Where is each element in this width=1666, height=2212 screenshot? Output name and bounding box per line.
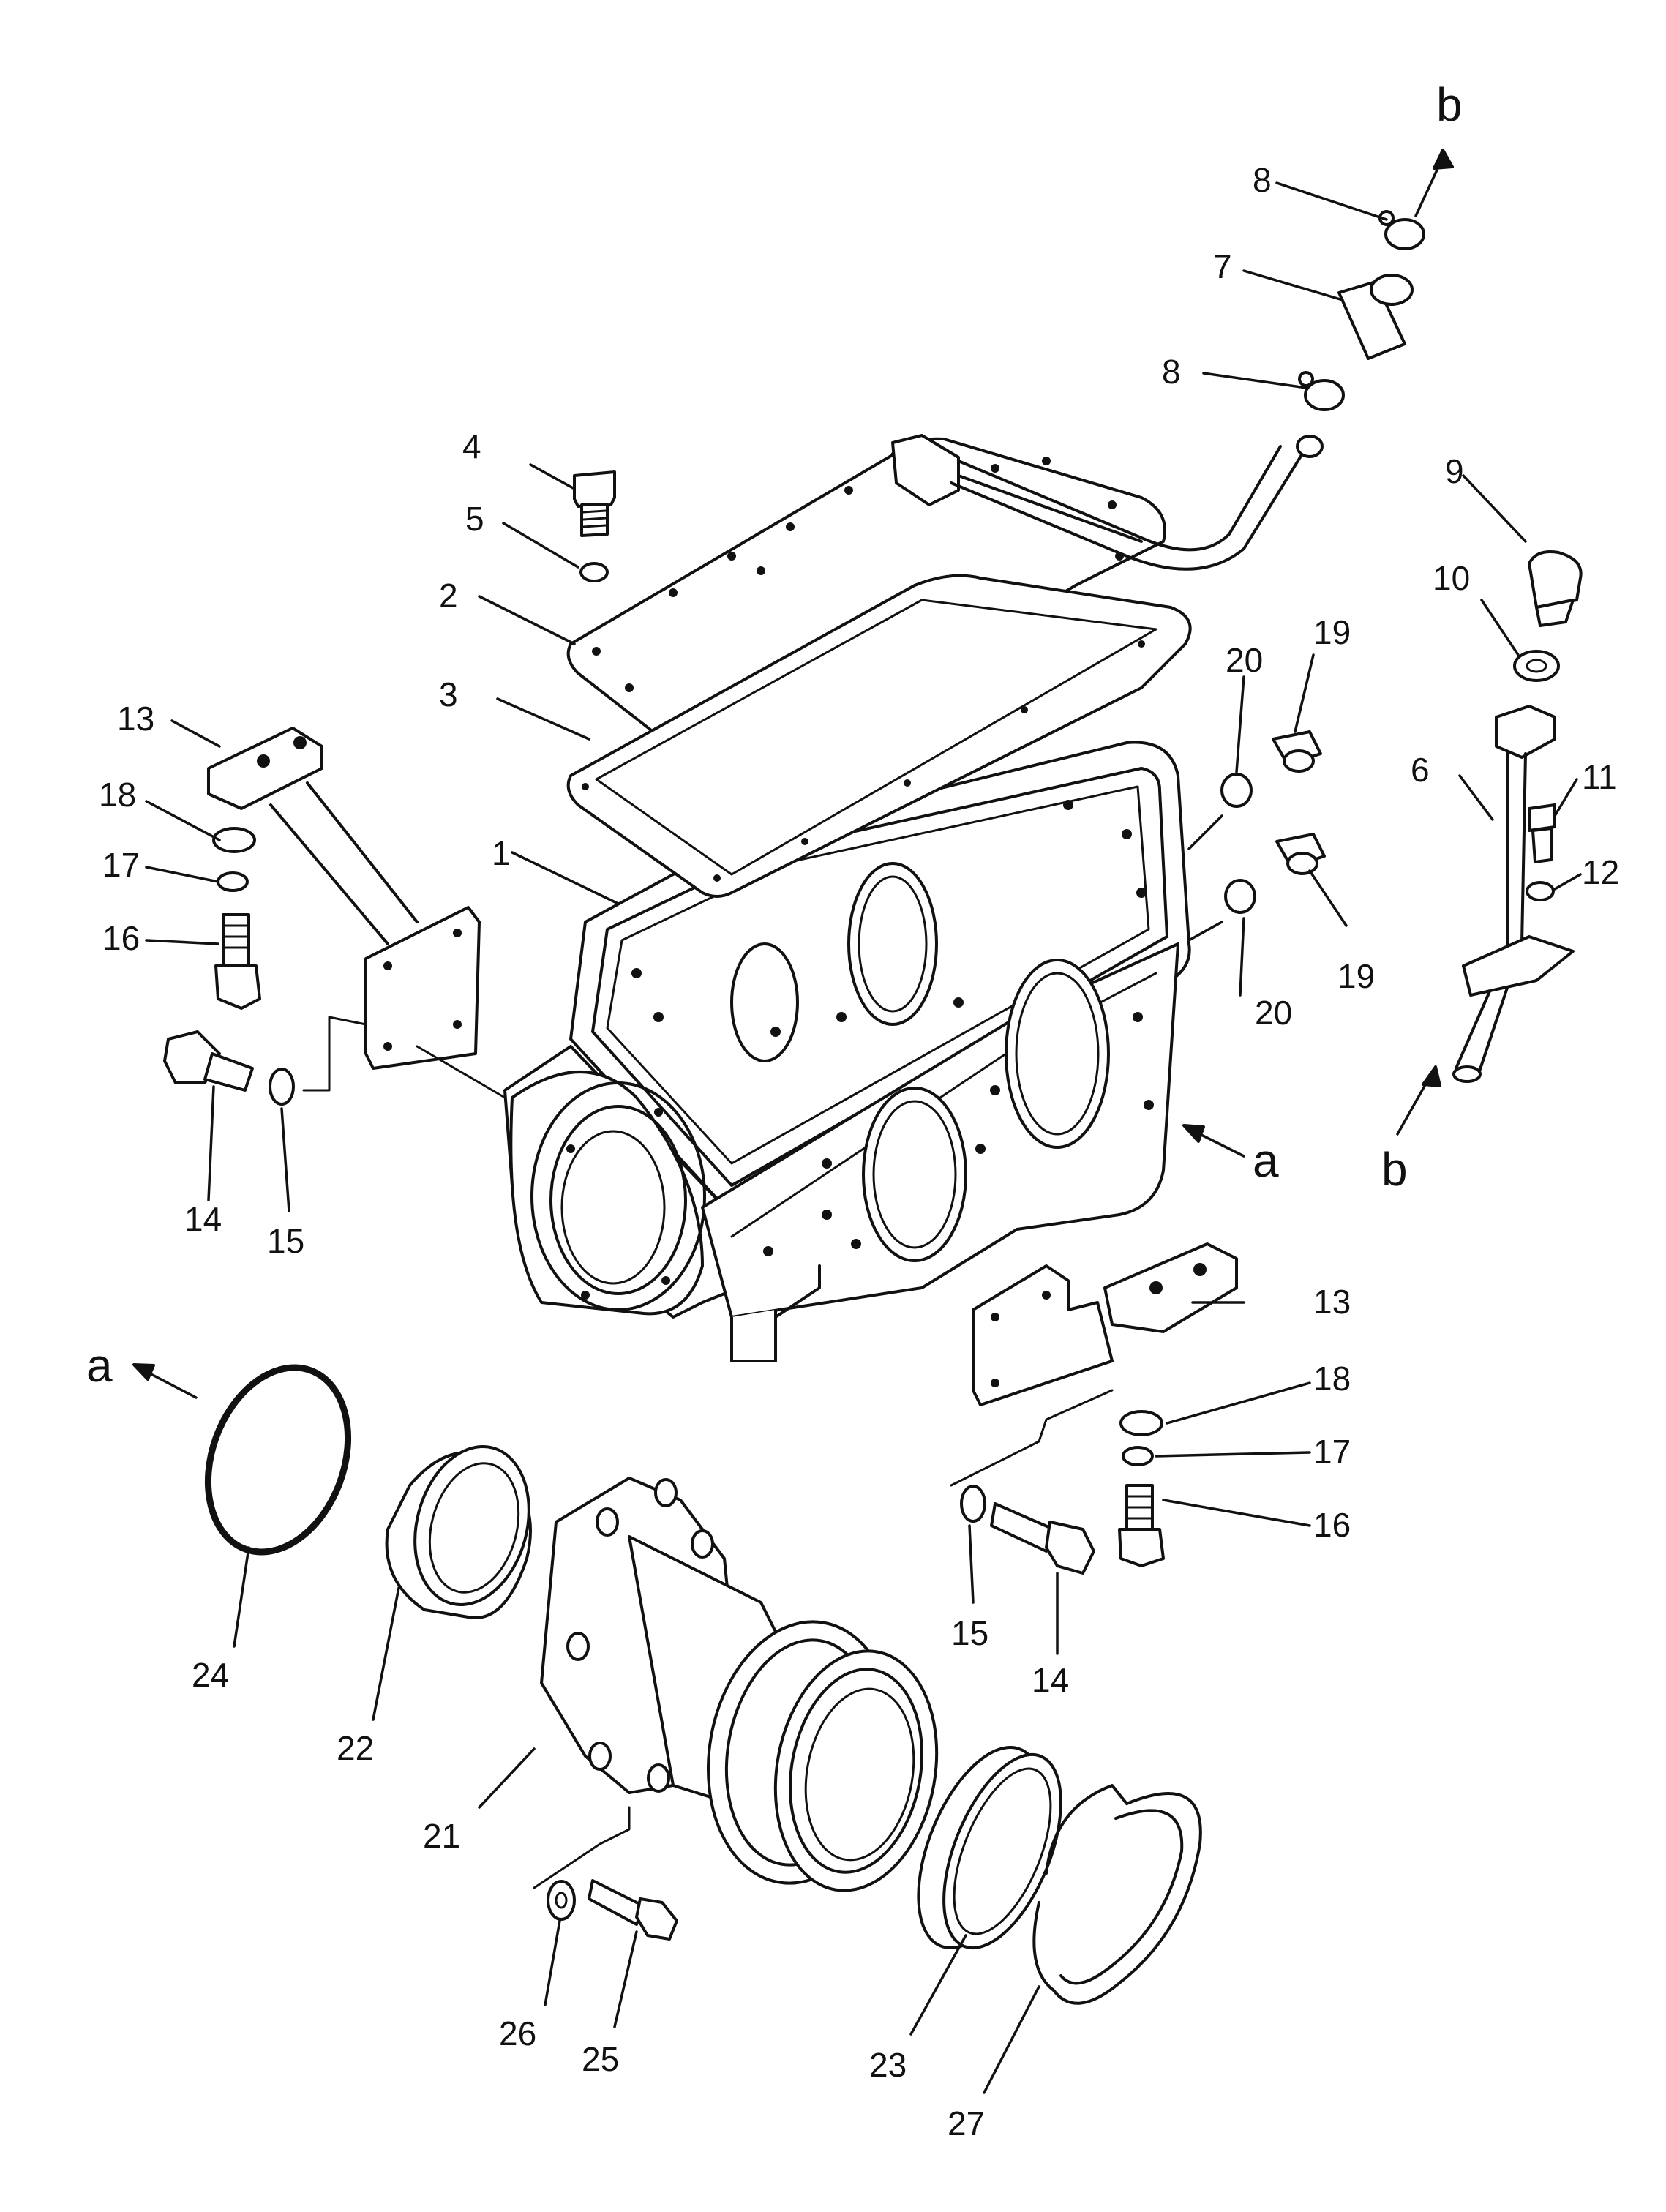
- label-15-right: 15: [951, 1614, 988, 1652]
- bolt-part-14-right: [990, 1502, 1095, 1575]
- label-17-left: 17: [102, 846, 140, 884]
- breather-part-9: [1528, 550, 1583, 627]
- mount-line-right: [950, 1389, 1114, 1487]
- label-9: 9: [1445, 452, 1464, 490]
- label-8-upper: 8: [1253, 161, 1272, 199]
- mount-line-left-2: [416, 1045, 506, 1099]
- arrow-a-left: [132, 1363, 198, 1399]
- label-22: 22: [337, 1729, 374, 1767]
- label-14-left: 14: [184, 1200, 222, 1238]
- ref-b-bottom: b: [1381, 1143, 1408, 1196]
- lock-washer-part-17-left: [217, 871, 249, 892]
- pipe-part-6: [1452, 705, 1575, 1083]
- label-18-right: 18: [1313, 1360, 1351, 1398]
- label-1: 1: [492, 834, 511, 872]
- label-8-lower: 8: [1162, 353, 1181, 391]
- label-17-right: 17: [1313, 1433, 1351, 1471]
- label-14-right: 14: [1032, 1661, 1069, 1699]
- label-15-left: 15: [267, 1222, 304, 1260]
- label-20-upper: 20: [1226, 641, 1263, 679]
- housing-part-1: [503, 741, 1191, 1362]
- label-11: 11: [1582, 758, 1617, 796]
- bolt-part-25: [588, 1879, 678, 1941]
- label-26: 26: [499, 2014, 536, 2052]
- lock-washer-part-15-right: [960, 1485, 986, 1523]
- label-7: 7: [1213, 247, 1232, 285]
- cage-part-21: [540, 1477, 939, 1892]
- snap-ring-part-27: [1032, 1784, 1202, 2005]
- gasket-part-3: [566, 574, 1192, 898]
- label-27: 27: [948, 2104, 985, 2142]
- lock-washer-part-5: [579, 562, 609, 582]
- label-3: 3: [439, 675, 458, 713]
- bolt-part-16-left: [214, 913, 261, 1010]
- o-ring-part-24: [204, 1364, 352, 1556]
- label-16-right: 16: [1313, 1506, 1351, 1544]
- washer-part-26: [547, 1880, 576, 1921]
- bolt-part-16-right: [1118, 1484, 1165, 1567]
- arrow-a-right: [1182, 1124, 1245, 1158]
- bolt-part-11: [1528, 803, 1556, 863]
- label-13-right: 13: [1313, 1283, 1351, 1321]
- label-5: 5: [465, 500, 484, 538]
- arrow-b-bottom: [1396, 1065, 1441, 1136]
- label-10: 10: [1433, 559, 1470, 597]
- leader-lines: [145, 181, 1582, 2094]
- hose-clamp-part-8-upper: [1378, 210, 1425, 250]
- washer-part-10: [1513, 650, 1560, 682]
- seal-part-23: [917, 1746, 1062, 1950]
- plug-part-19-lower: [1275, 833, 1326, 875]
- washer-part-18-left: [212, 827, 256, 853]
- label-25: 25: [582, 2040, 619, 2078]
- label-19-lower: 19: [1337, 957, 1375, 995]
- label-24: 24: [192, 1656, 229, 1694]
- ref-a-right: a: [1253, 1134, 1279, 1187]
- label-18-left: 18: [99, 776, 136, 814]
- bolt-part-14-left: [163, 1030, 254, 1092]
- hose-part-7: [1337, 274, 1414, 360]
- hose-clamp-part-8-lower: [1298, 371, 1345, 411]
- label-21: 21: [423, 1817, 460, 1855]
- o-ring-part-20-upper: [1220, 773, 1253, 808]
- bracket-part-13-right: [972, 1242, 1238, 1406]
- mount-line-lower: [533, 1806, 631, 1889]
- label-2: 2: [439, 577, 458, 615]
- lock-washer-part-17-right: [1122, 1446, 1154, 1466]
- label-12: 12: [1582, 853, 1619, 891]
- label-23: 23: [869, 2046, 907, 2084]
- label-6: 6: [1411, 751, 1430, 789]
- label-20-lower: 20: [1255, 994, 1292, 1032]
- arrow-b-top: [1414, 149, 1454, 217]
- bolt-part-4: [573, 470, 616, 537]
- label-4: 4: [462, 427, 481, 465]
- label-19-upper: 19: [1313, 613, 1351, 651]
- bushing-part-22: [385, 1444, 532, 1619]
- part-labels: 8 7 8 4 5 2 3 1 9 10 6 11 12 20 19 19 20…: [86, 78, 1619, 2142]
- label-13-left: 13: [117, 700, 154, 738]
- plug-part-19-upper: [1272, 730, 1322, 773]
- o-ring-part-20-lower: [1224, 879, 1256, 914]
- lock-washer-part-12: [1526, 881, 1555, 901]
- label-16-left: 16: [102, 919, 140, 957]
- washer-part-18-right: [1119, 1410, 1163, 1436]
- ref-b-top: b: [1436, 78, 1463, 131]
- mount-line-left: [302, 1016, 367, 1092]
- lock-washer-part-15-left: [269, 1068, 295, 1106]
- ref-a-left: a: [86, 1339, 113, 1392]
- bracket-part-13-left: [207, 727, 481, 1070]
